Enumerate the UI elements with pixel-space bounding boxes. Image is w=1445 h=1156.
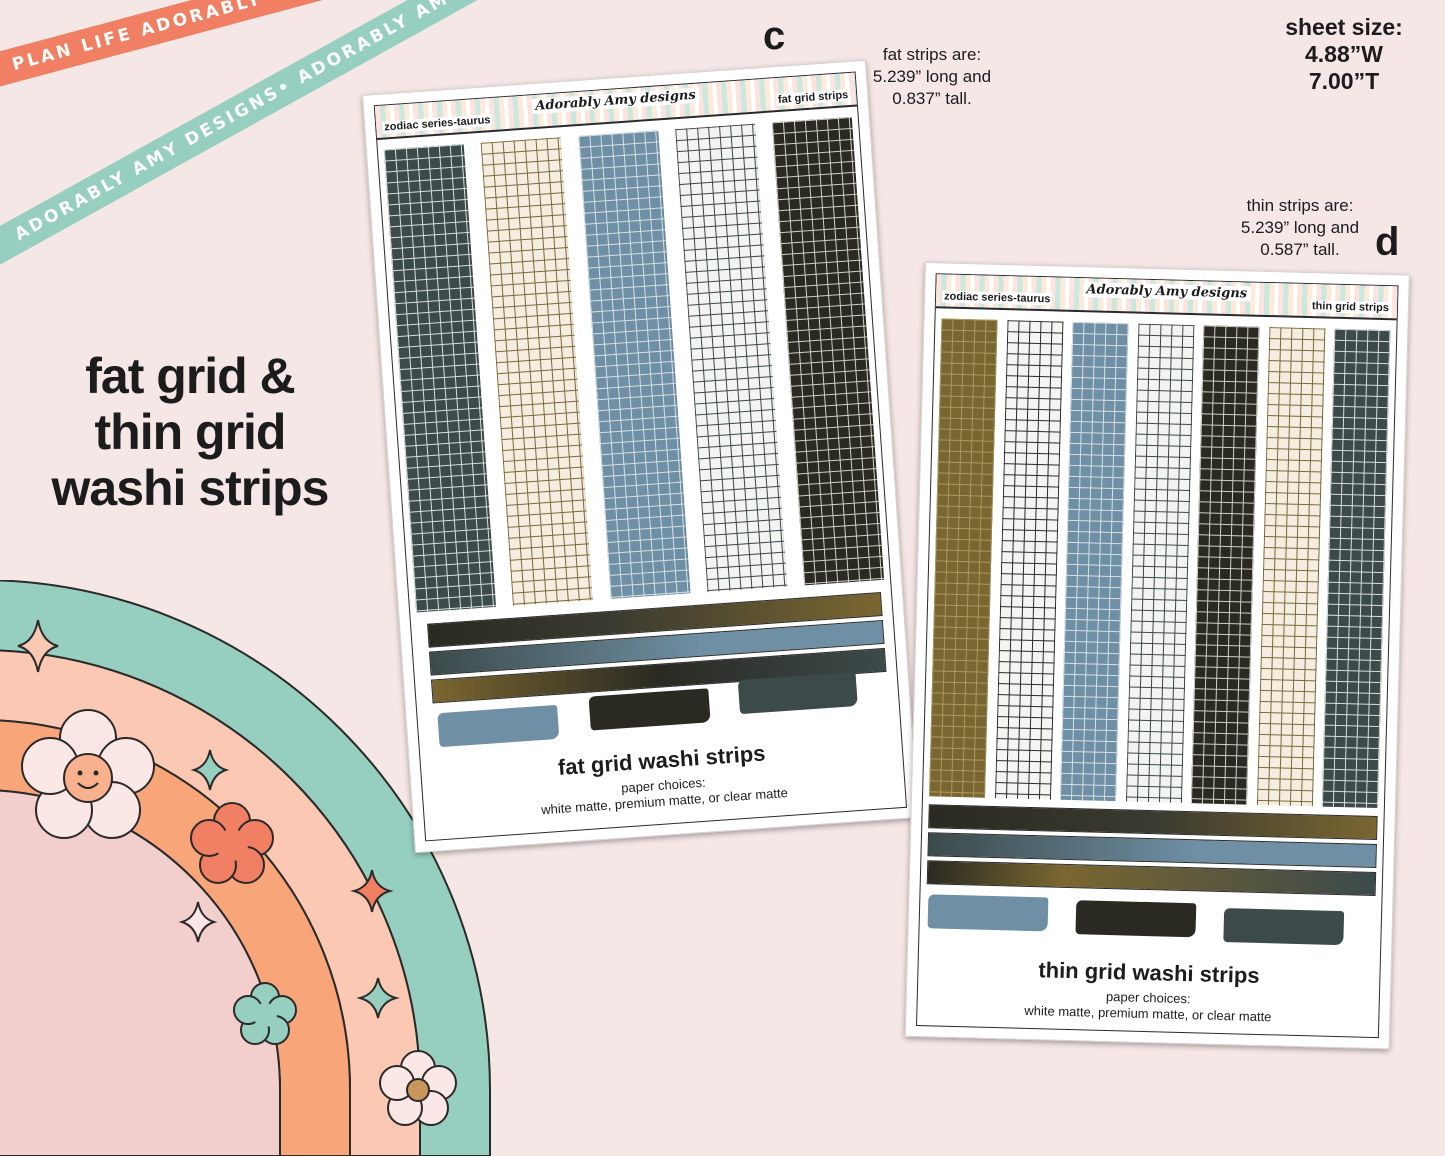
headline-line-2: thin grid <box>94 404 287 460</box>
sheet-c-scrap-slate <box>737 671 858 715</box>
sheet-d-scrap-slate <box>1223 908 1345 946</box>
sheet-c-vertical-strips <box>383 116 885 613</box>
sheet-d-vertical-strips <box>929 318 1391 809</box>
sheet-c-kit-label: fat grid strips <box>775 88 851 107</box>
sheet-d-header: zodiac series-taurus Adorably Amy design… <box>935 274 1398 321</box>
sheet-d-scrap-blue <box>927 894 1049 932</box>
headline-line-3: washi strips <box>51 460 330 516</box>
rainbow-illustration <box>0 580 491 1156</box>
daisy-icon <box>379 1050 457 1126</box>
sheet-d-frame: zodiac series-taurus Adorably Amy design… <box>915 273 1399 1039</box>
sheet-d-grid-strip-4 <box>1125 323 1194 803</box>
sheet-d-series-label: zodiac series-taurus <box>941 290 1053 306</box>
thin-note-line-1: thin strips are: <box>1246 196 1354 215</box>
sheet-d-grid-strip-2 <box>994 320 1063 800</box>
sheet-c-series-label: zodiac series-taurus <box>381 113 493 134</box>
sparkle-icon <box>178 901 218 943</box>
sheet-d-grid-strip-6 <box>1256 327 1325 807</box>
option-letter-c: c <box>763 14 786 58</box>
fat-strips-note: fat strips are: 5.239” long and 0.837” t… <box>842 44 1022 110</box>
option-letter-d: d <box>1375 220 1400 264</box>
sparkle-icon <box>190 749 230 791</box>
sheet-size-note: sheet size: 4.88”W 7.00”T <box>1262 14 1426 95</box>
sheet-c-scrap-blue <box>437 704 560 748</box>
sheet-c-grid-strip-1 <box>383 144 497 613</box>
sheet-c-grid-strip-2 <box>480 137 594 606</box>
sheet-d-grid-strip-7 <box>1321 328 1391 809</box>
sheet-d-kit-label: thin grid strips <box>1309 300 1392 315</box>
fat-note-line-1: fat strips are: <box>882 45 982 64</box>
sticker-sheet-c: zodiac series-taurus Adorably Amy design… <box>362 59 919 854</box>
sheet-c-grid-strip-4 <box>674 123 788 593</box>
sheet-c-frame: zodiac series-taurus Adorably Amy design… <box>373 71 908 842</box>
thin-note-line-2: 5.239” long and <box>1240 218 1360 237</box>
sheet-d-logo: Adorably Amy designs <box>1082 282 1252 302</box>
sheet-size-height: 7.00”T <box>1308 68 1380 94</box>
sparkle-icon <box>350 869 394 913</box>
smiley-flower-icon <box>21 709 155 839</box>
fat-note-line-3: 0.837” tall. <box>892 89 972 108</box>
thin-note-line-3: 0.587” tall. <box>1260 240 1340 259</box>
headline-line-1: fat grid & <box>85 348 295 404</box>
teal-flower-icon <box>233 982 297 1045</box>
flower-icon <box>190 802 274 884</box>
product-headline: fat grid & thin grid washi strips <box>30 348 350 516</box>
thin-strips-note: thin strips are: 5.239” long and 0.587” … <box>1210 195 1390 261</box>
sheet-d-grid-strip-5 <box>1190 325 1260 805</box>
sparkle-icon <box>17 619 59 673</box>
sheet-c-grid-strip-5 <box>771 116 885 586</box>
sheet-c-scrap-black <box>588 688 711 731</box>
sticker-sheet-d: zodiac series-taurus Adorably Amy design… <box>904 262 1410 1050</box>
fat-note-line-2: 5.239” long and <box>872 67 992 86</box>
sheet-d-grid-strip-1 <box>929 318 998 798</box>
sheet-size-width: 4.88”W <box>1305 41 1383 67</box>
sheet-d-grid-strip-3 <box>1059 321 1129 802</box>
sheet-size-label: sheet size: <box>1285 14 1403 40</box>
sheet-c-logo: Adorably Amy designs <box>530 87 701 115</box>
sheet-d-scrap-black <box>1075 900 1197 938</box>
sheet-c-grid-strip-3 <box>577 130 691 599</box>
sparkle-icon <box>356 977 400 1019</box>
